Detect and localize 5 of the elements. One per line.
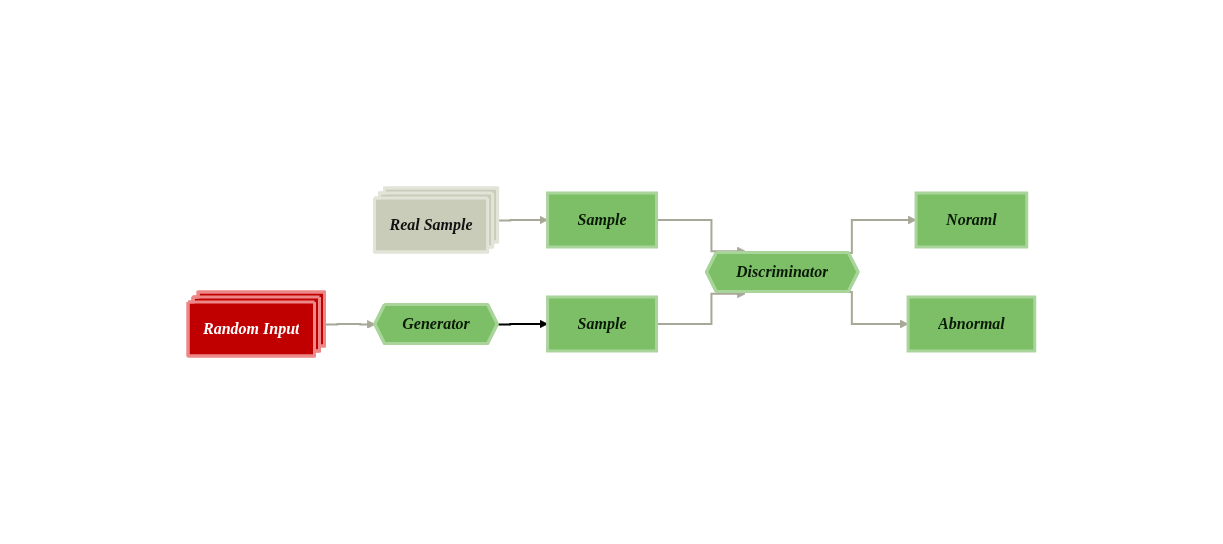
node-box: Sample [546, 191, 659, 249]
node-box: Sample [546, 295, 659, 353]
node-box: Noraml [914, 191, 1029, 249]
node-box: Abnormal [906, 295, 1037, 353]
arrow [324, 320, 376, 329]
